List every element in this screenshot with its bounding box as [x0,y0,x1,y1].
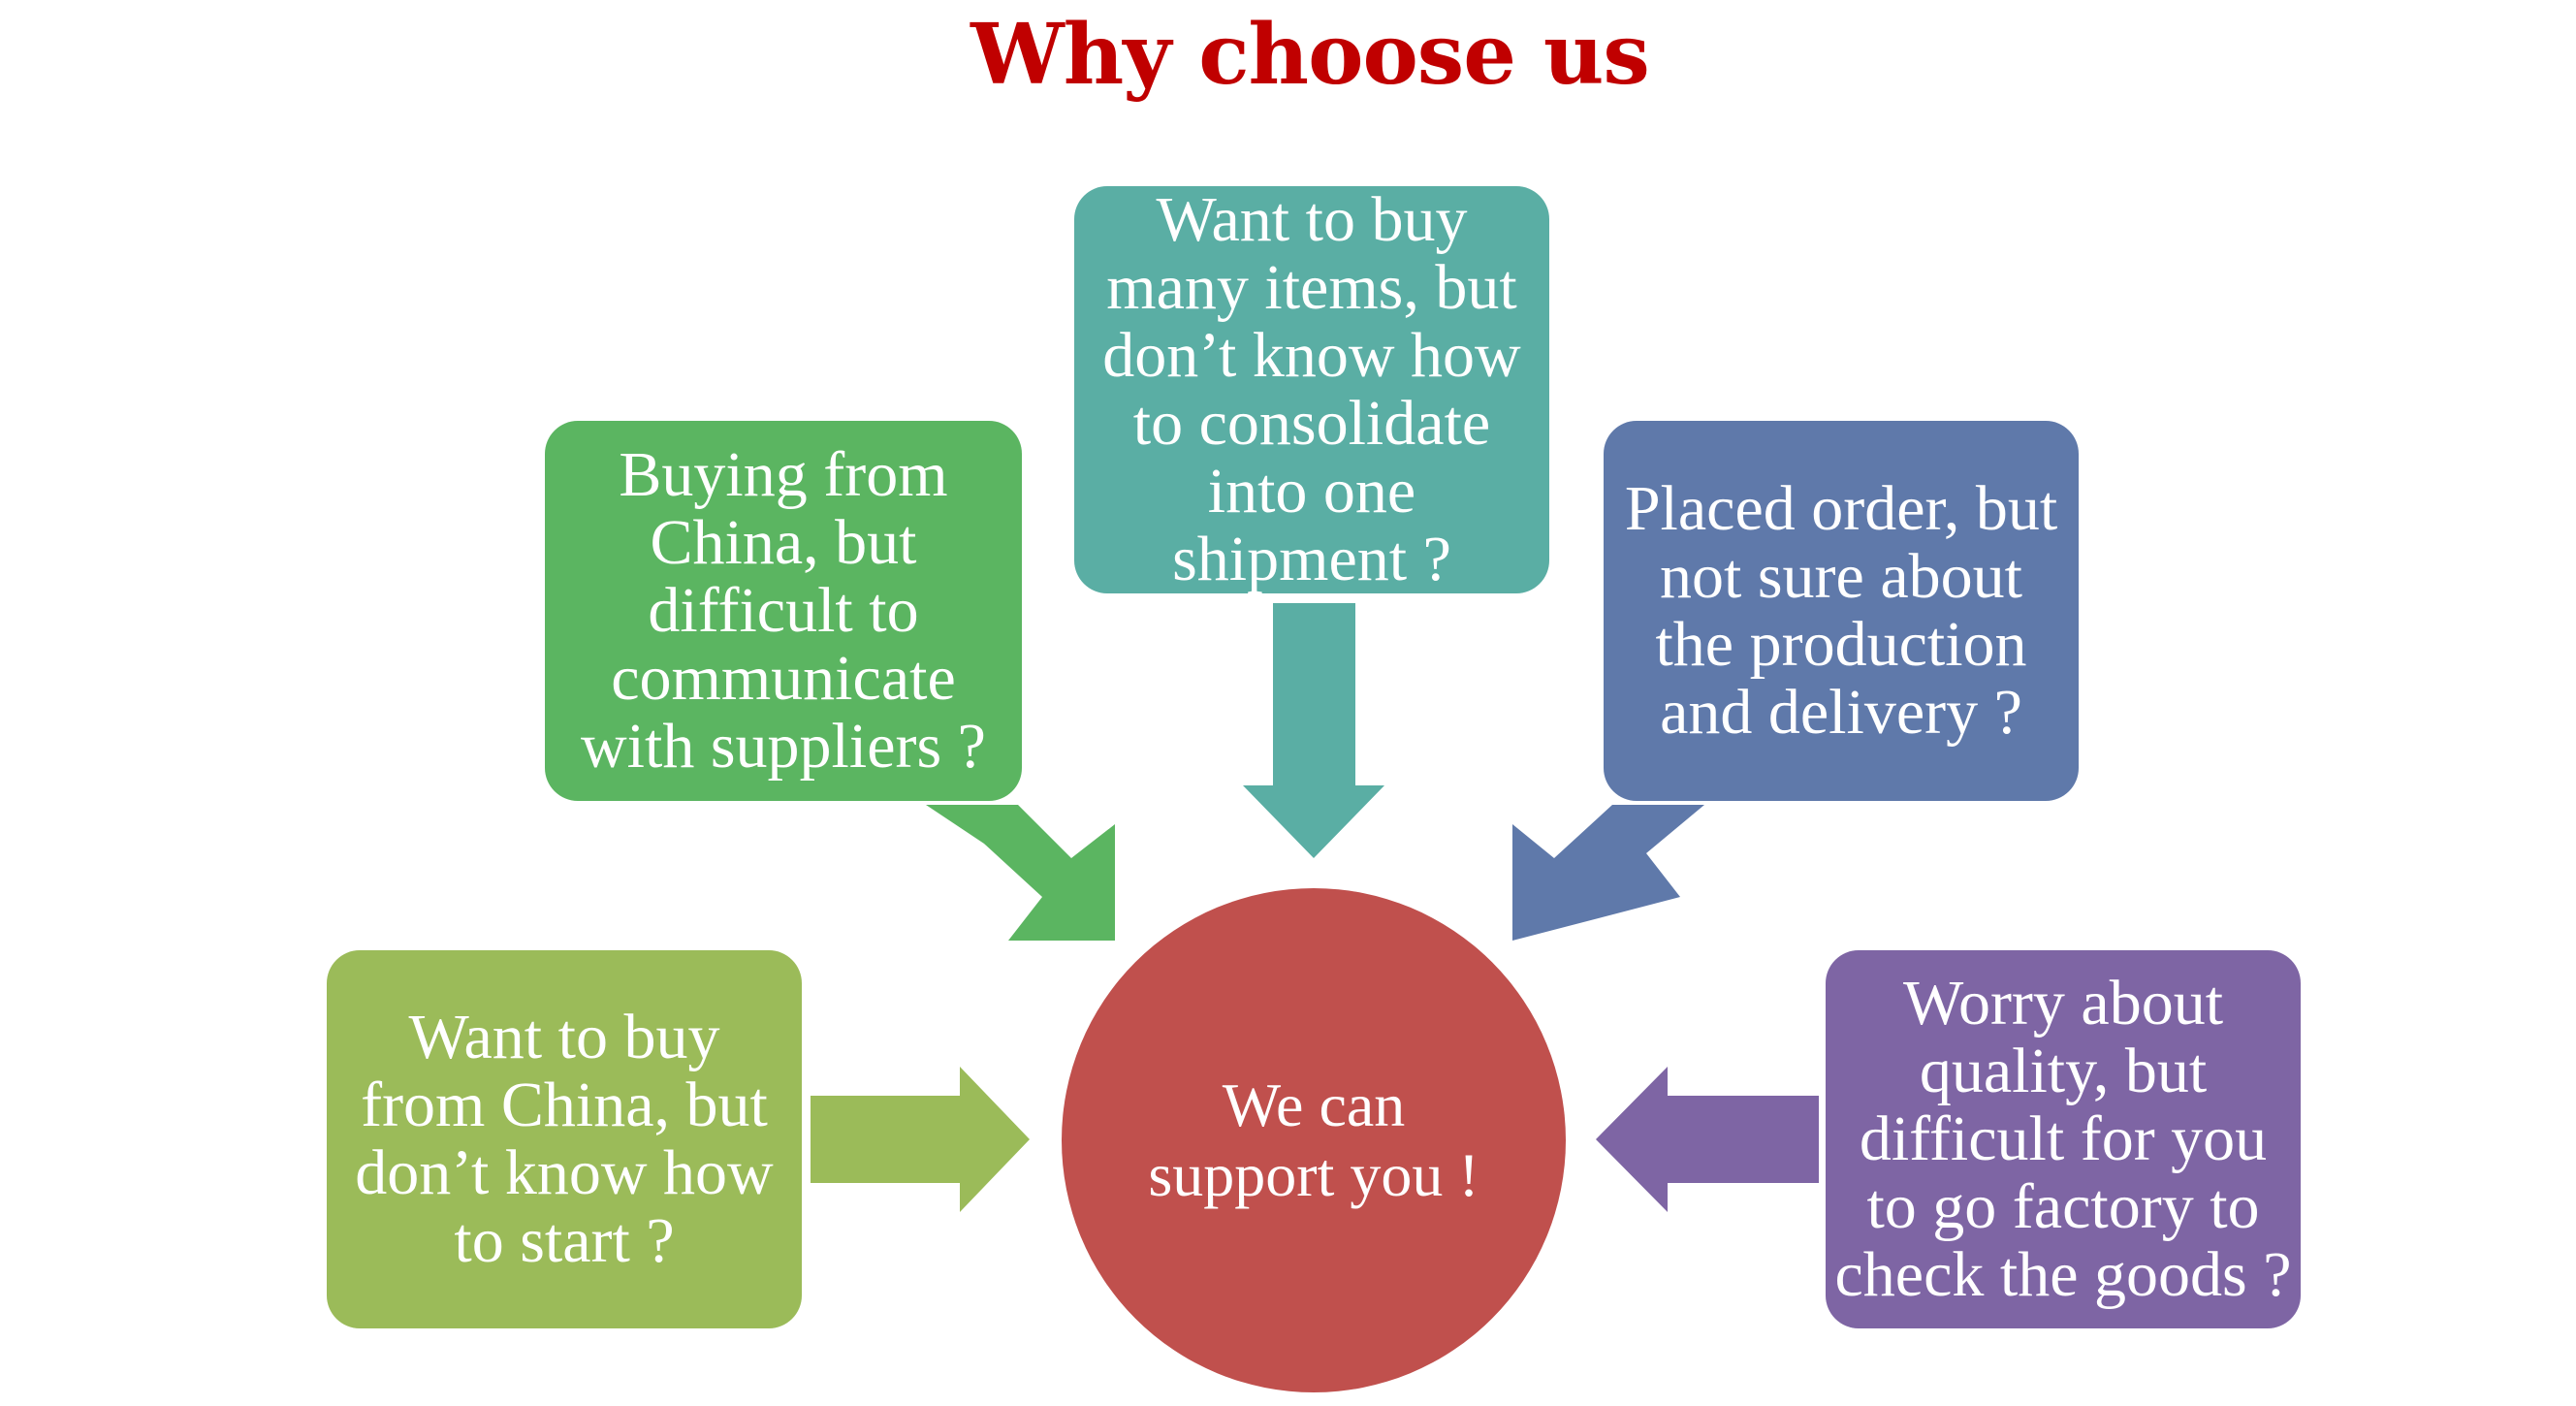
box-line: check the goods ? [1834,1239,2292,1310]
box-communicate-suppliers: Buying from China, but difficult to comm… [545,421,1022,801]
box-how-to-start: Want to buy from China, but don’t know h… [327,950,802,1328]
box-line: difficult for you [1859,1103,2268,1174]
box-line: quality, but [1919,1036,2208,1106]
box-line: to go factory to [1866,1171,2260,1242]
box-line: not sure about [1660,541,2022,612]
box-line: shipment ? [1172,524,1451,594]
box-line: Placed order, but [1624,473,2058,544]
box-line: Want to buy [1156,184,1468,255]
arrow-right [811,1067,1030,1212]
box-line: communicate [611,643,956,714]
box-consolidate-shipment: Want to buy many items, but don’t know h… [1074,186,1549,593]
arrow-down [1243,603,1384,858]
box-line: to start ? [454,1205,675,1276]
box-line: to consolidate [1132,388,1491,459]
box-line: don’t know how [1102,320,1521,391]
box-line: with suppliers ? [581,711,986,782]
arrow-left [1596,1067,1819,1212]
box-line: Buying from [619,439,948,510]
box-production-delivery: Placed order, but not sure about the pro… [1604,421,2079,801]
box-line: Worry about [1902,968,2224,1039]
box-line: difficult to [648,575,919,646]
box-line: don’t know how [355,1137,774,1208]
box-line: into one [1207,456,1416,527]
box-quality-check: Worry about quality, but difficult for y… [1826,950,2301,1328]
center-label: We can support you ! [1148,1070,1479,1209]
arrow-diagonal-down-left [1512,805,1704,941]
box-line: Want to buy [408,1002,720,1072]
box-line: and delivery ? [1660,677,2022,748]
arrow-diagonal-down-right [926,805,1115,941]
box-line: China, but [650,507,917,578]
box-line: many items, but [1106,252,1517,323]
box-line: the production [1655,609,2027,680]
box-line: from China, but [361,1070,768,1140]
center-circle: We can support you ! [1062,888,1566,1392]
diagram-title: Why choose us [970,6,1650,104]
